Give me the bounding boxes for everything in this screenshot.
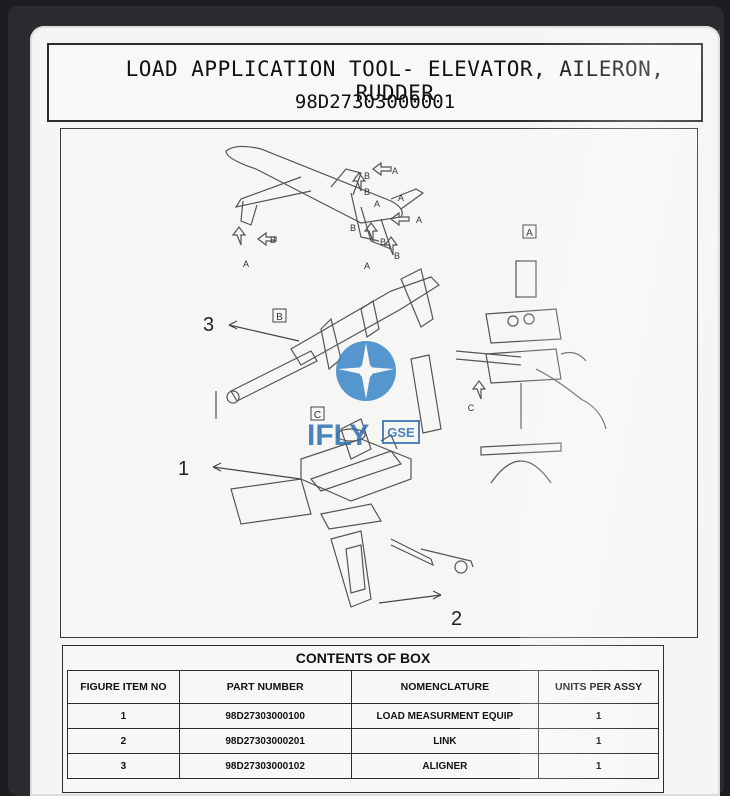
cell-figure-item: 2 <box>67 728 180 754</box>
arrow-letter: A <box>243 259 249 269</box>
cell-nomenclature: LOAD MEASURMENT EQUIP <box>350 703 540 729</box>
arrow-letter: B <box>270 235 276 245</box>
assembly-drawing: A B C A A B B A B A B A B A B C 3 1 2 <box>60 128 698 638</box>
tool-title: LOAD APPLICATION TOOL- ELEVATOR, AILERON… <box>125 57 665 105</box>
arrow-letter: A <box>416 215 422 225</box>
table-row: 1 98D27303000100 LOAD MEASURMENT EQUIP 1 <box>67 703 659 729</box>
callout-2: 2 <box>451 608 462 630</box>
parts-table: FIGURE ITEM NO PART NUMBER NOMENCLATURE … <box>67 670 659 779</box>
col-header-nomenclature: NOMENCLATURE <box>350 670 540 704</box>
cell-figure-item: 3 <box>67 753 180 779</box>
cell-part-number: 98D27303000201 <box>178 728 352 754</box>
arrow-letter: C <box>468 403 475 413</box>
arrow-letter: B <box>394 251 400 261</box>
callout-1: 1 <box>178 458 189 480</box>
arrow-letter: B <box>350 223 356 233</box>
detail-a-illustration <box>455 260 607 484</box>
col-header-part-number: PART NUMBER <box>178 670 352 704</box>
cell-part-number: 98D27303000102 <box>178 753 352 779</box>
callout-3: 3 <box>203 314 214 336</box>
title-box: LOAD APPLICATION TOOL- ELEVATOR, AILERON… <box>47 43 703 122</box>
table-header-row: FIGURE ITEM NO PART NUMBER NOMENCLATURE … <box>67 670 659 704</box>
arrow-letter: A <box>364 261 370 271</box>
watermark-suffix: GSE <box>387 425 415 440</box>
view-label-b: B <box>276 312 283 323</box>
arrow-letter: B <box>364 171 370 181</box>
view-label-c: C <box>314 410 321 421</box>
view-label-box-b <box>272 308 287 323</box>
tool-part-number: 98D27303000001 <box>294 91 456 113</box>
contents-title: CONTENTS OF BOX <box>295 650 431 666</box>
cell-units: 1 <box>538 703 659 729</box>
col-header-figure-item: FIGURE ITEM NO <box>67 670 180 704</box>
cell-figure-item: 1 <box>67 703 180 729</box>
arrow-letter: B <box>364 187 370 197</box>
contents-of-box: CONTENTS OF BOX FIGURE ITEM NO PART NUMB… <box>62 645 664 793</box>
aircraft-illustration <box>225 145 425 251</box>
cell-nomenclature: LINK <box>350 728 540 754</box>
arrow-letter: B <box>380 237 386 247</box>
watermark-brand: IFLY <box>307 419 369 452</box>
cell-part-number: 98D27303000100 <box>178 703 352 729</box>
cell-nomenclature: ALIGNER <box>350 753 540 779</box>
drawing-svg: A B C A A B B A B A B A B A B C 3 1 2 <box>178 145 607 630</box>
view-label-a: A <box>526 228 533 239</box>
ifly-logo-icon <box>336 341 396 401</box>
arrow-letter: A <box>392 166 398 176</box>
col-header-units: UNITS PER ASSY <box>538 670 659 704</box>
aligner-illustration <box>215 268 442 434</box>
cell-units: 1 <box>538 753 659 779</box>
view-label-box-a <box>522 224 537 239</box>
table-row: 2 98D27303000201 LINK 1 <box>67 728 659 754</box>
link-illustration <box>330 530 474 608</box>
view-label-box-c <box>310 406 325 421</box>
arrow-letter: A <box>374 199 380 209</box>
table-row: 3 98D27303000102 ALIGNER 1 <box>67 753 659 779</box>
arrow-letter: A <box>398 193 404 203</box>
load-point-arrows <box>231 161 487 400</box>
cell-units: 1 <box>538 728 659 754</box>
